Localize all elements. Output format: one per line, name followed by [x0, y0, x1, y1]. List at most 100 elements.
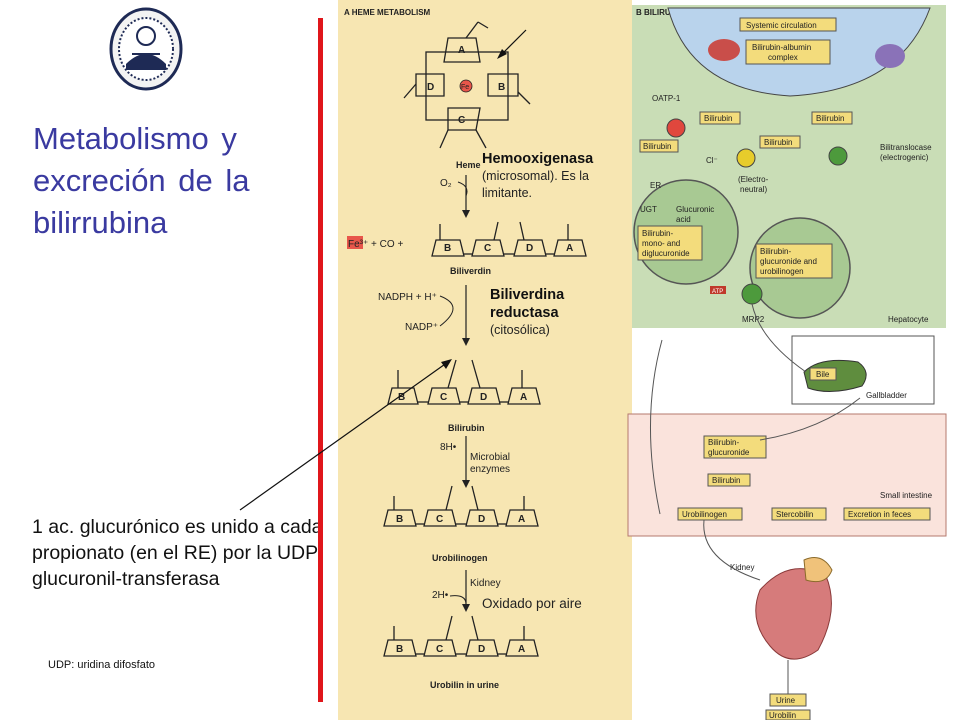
mono-line2: mono- and [642, 239, 680, 248]
heme-label: Heme [456, 160, 481, 170]
microbial-label: Microbial [470, 452, 510, 463]
ring-d-urobilinogen: D [478, 514, 485, 525]
biliverdina-reductasa-annotation: Biliverdina reductasa (citosólica) [490, 286, 625, 339]
university-seal-logo [108, 6, 184, 92]
udp-footnote: UDP: uridina difosfato [48, 659, 155, 671]
ring-d-bilirubin: D [480, 392, 487, 403]
glucuronide-line1: Bilirubin- [708, 438, 739, 447]
stercobilin-label: Stercobilin [776, 510, 813, 519]
er-label: ER [650, 181, 661, 190]
atp-label: ATP [712, 289, 723, 295]
uro-line3: urobilinogen [760, 267, 804, 276]
kidney-step-label: Kidney [470, 578, 501, 589]
albumin-line2: complex [768, 53, 798, 62]
mrp2-transporter [741, 283, 763, 305]
feces-label: Excretion in feces [848, 510, 911, 519]
adrenal-shape [803, 557, 833, 583]
ring-c-biliverdin: C [484, 243, 491, 254]
urobilin-kidney-label: Urobilin [769, 711, 796, 720]
pointer-arrowhead-note [441, 359, 452, 369]
urobilin-molecule [383, 615, 539, 657]
flow-arrow-reabsorption [650, 339, 663, 515]
hemooxigenasa-note: (microsomal). Es la limitante. [482, 169, 589, 200]
small-intestine-label: Small intestine [880, 491, 933, 500]
ring-d-biliverdin: D [526, 243, 533, 254]
enzymes-label: enzymes [470, 464, 510, 475]
o2-label: O₂ [440, 178, 452, 189]
nadph-label: NADPH + H⁺ [378, 292, 437, 303]
neutral-transporter [736, 148, 756, 168]
flow-arrow-to-intestine [759, 397, 861, 441]
biliverdin-label: Biliverdin [450, 266, 491, 276]
flow-arrow-bile [751, 303, 807, 373]
bile-label: Bile [816, 370, 830, 379]
mrp2-label: MRP2 [742, 315, 765, 324]
bilirubin-translocase-label: Bilirubin [816, 114, 844, 123]
slide-title: Metabolismo y excreción de la bilirrubin… [33, 121, 250, 240]
urobilin-urine-label: Urobilin in urine [430, 680, 499, 690]
albumin-box [745, 39, 831, 65]
bilirubin-neutral-label: Bilirubin [764, 138, 792, 147]
panel-a-header: A HEME METABOLISM [344, 8, 431, 17]
kidney-shape [755, 568, 832, 660]
urine-label: Urine [776, 696, 796, 705]
ring-b-biliverdin: B [444, 243, 451, 254]
pointer-line-note [239, 361, 449, 511]
bilitranslocase-transporter [828, 146, 848, 166]
flow-arrow-to-kidney [703, 519, 761, 581]
ring-b-heme: B [498, 82, 505, 93]
bilirubin-molecule [387, 359, 541, 405]
ring-c-heme: C [458, 115, 465, 126]
bilirubin-label: Bilirubin [448, 423, 485, 433]
glucuronidation-note: 1 ac. glucurónico es unido a cada propio… [32, 516, 323, 590]
cell-oval-2 [875, 44, 905, 68]
ring-a-biliverdin: A [566, 243, 573, 254]
ring-c-bilirubin: C [440, 392, 447, 403]
red-divider [318, 18, 323, 702]
iron-atom [459, 79, 473, 93]
uro-line1: Bilirubin- [760, 247, 791, 256]
hepatocyte-label: Hepatocyte [888, 315, 929, 324]
ring-a-bilirubin: A [520, 392, 527, 403]
ring-a-urobilin: A [518, 644, 525, 655]
biliverdina-reductasa-note: (citosólica) [490, 323, 550, 337]
ring-b-bilirubin: B [398, 392, 405, 403]
nadp-label: NADP⁺ [405, 322, 438, 333]
hemooxigenasa-name: Hemooxigenasa [482, 151, 594, 167]
ring-a-urobilinogen: A [518, 514, 525, 525]
electroneutral-line1: (Electro- [738, 175, 769, 184]
electroneutral-line2: neutral) [740, 185, 767, 194]
fe-co-label: Fe³⁺ + CO + [348, 239, 403, 250]
biliverdina-reductasa-name: Biliverdina reductasa [490, 287, 565, 321]
systemic-label: Systemic circulation [746, 21, 817, 30]
fe-box [347, 236, 363, 249]
bilirubin-er-label: Bilirubin [643, 142, 671, 151]
urobilinogen-molecule [383, 485, 539, 527]
bilirubin-intestine-label: Bilirubin [712, 476, 740, 485]
cell-oval-1 [708, 39, 740, 61]
iron-symbol: Fe [461, 84, 469, 91]
atp-tag [710, 286, 726, 294]
bilirubin-oatp-label: Bilirubin [704, 114, 732, 123]
ring-d-heme: D [427, 82, 434, 93]
ring-c-urobilinogen: C [436, 514, 443, 525]
heme-molecule [403, 21, 531, 149]
glucuronide-line2: glucuronide [708, 448, 750, 457]
ring-b-urobilin: B [396, 644, 403, 655]
mono-line1: Bilirubin- [642, 229, 673, 238]
gallbladder-label: Gallbladder [866, 391, 907, 400]
ring-b-urobilinogen: B [396, 514, 403, 525]
urobilinogen-label: Urobilinogen [432, 553, 488, 563]
glucuronic-line1: Glucuronic [676, 205, 714, 214]
biliverdin-molecule [431, 221, 587, 257]
systemic-box [739, 17, 837, 32]
cl-label: Cl⁻ [706, 156, 718, 165]
hemooxigenasa-annotation: Hemooxigenasa (microsomal). Es la limita… [482, 150, 632, 202]
translocase-line2: (electrogenic) [880, 153, 929, 162]
translocase-line1: Bilitranslocase [880, 143, 932, 152]
oatp-label: OATP-1 [652, 94, 681, 103]
ugt-label: UGT [640, 205, 657, 214]
mono-line3: diglucuronide [642, 249, 690, 258]
